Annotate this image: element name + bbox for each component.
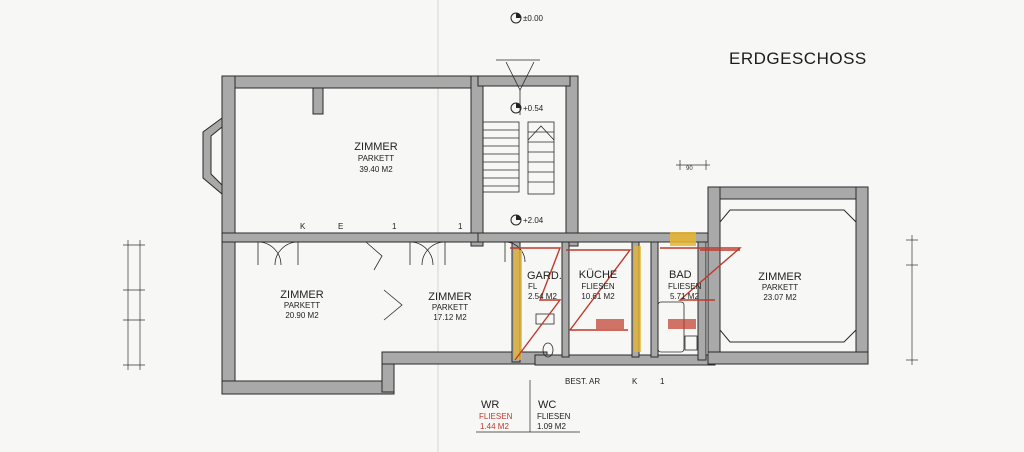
room-area: 5.71 M2 xyxy=(670,292,699,301)
room-area: 1.09 M2 xyxy=(537,422,566,431)
label-one-a: 1 xyxy=(392,222,397,231)
room-name: ZIMMER xyxy=(758,271,801,283)
room-floor: PARKETT xyxy=(358,154,394,163)
walls xyxy=(202,75,869,395)
room-wc: WC FLIESEN 1.09 M2 xyxy=(537,399,571,431)
room-name: GARD. xyxy=(527,270,562,282)
room-area: 20.90 M2 xyxy=(285,311,319,320)
room-floor: PARKETT xyxy=(284,301,320,310)
label-k: K xyxy=(632,377,638,386)
room-zimmer-sw: ZIMMER PARKETT 20.90 M2 xyxy=(280,289,323,320)
room-name: KÜCHE xyxy=(579,269,618,281)
door-swings xyxy=(257,241,526,321)
room-zimmer-nw: ZIMMER PARKETT 39.40 M2 xyxy=(354,141,397,174)
room-floor: FLIESEN xyxy=(537,412,571,421)
room-name: ZIMMER xyxy=(354,141,397,153)
label-k-top: K xyxy=(300,222,306,231)
room-area: 1.44 M2 xyxy=(480,422,509,431)
room-name: WR xyxy=(481,399,499,411)
east-room-outline xyxy=(719,209,857,343)
room-area: 17.12 M2 xyxy=(433,313,467,322)
room-floor: FLIESEN xyxy=(581,282,615,291)
label-one: 1 xyxy=(660,377,665,386)
room-wr: WR FLIESEN 1.44 M2 xyxy=(479,399,513,431)
label-one-b: 1 xyxy=(458,222,463,231)
room-zimmer-e: ZIMMER PARKETT 23.07 M2 xyxy=(758,271,801,302)
dimension-90: 90 xyxy=(686,166,693,172)
room-kueche: KÜCHE FLIESEN 10.61 M2 xyxy=(579,269,618,301)
room-floor: PARKETT xyxy=(762,283,798,292)
room-zimmer-mid: ZIMMER PARKETT 17.12 M2 xyxy=(428,291,471,322)
label-best-ar: BEST. AR xyxy=(565,377,600,386)
room-area: 2.54 M2 xyxy=(528,292,557,301)
label-e: E xyxy=(338,222,343,231)
level-entrance: ±0.00 xyxy=(523,14,544,23)
room-name: BAD xyxy=(669,269,692,281)
annotation-overlays xyxy=(510,232,742,361)
room-floor: FL xyxy=(528,282,538,291)
room-name: WC xyxy=(538,399,556,411)
staircase xyxy=(482,59,555,195)
plan-title: ERDGESCHOSS xyxy=(729,49,867,68)
room-floor: FLIESEN xyxy=(479,412,513,421)
room-name: ZIMMER xyxy=(280,289,323,301)
room-area: 10.61 M2 xyxy=(581,292,615,301)
room-area: 23.07 M2 xyxy=(763,293,797,302)
room-name: ZIMMER xyxy=(428,291,471,303)
level-upper: +2.04 xyxy=(523,216,544,225)
room-floor: FLIESEN xyxy=(668,282,702,291)
level-marker-entrance: ±0.00 xyxy=(510,12,544,24)
dimension-lines xyxy=(123,160,918,370)
level-marker-landing: +0.54 xyxy=(510,102,544,114)
level-landing: +0.54 xyxy=(523,104,544,113)
level-marker-upper: +2.04 xyxy=(510,214,544,226)
room-gard: GARD. FL 2.54 M2 xyxy=(527,270,562,301)
room-bad: BAD FLIESEN 5.71 M2 xyxy=(668,269,702,301)
room-area: 39.40 M2 xyxy=(359,165,393,174)
room-floor: PARKETT xyxy=(432,303,468,312)
